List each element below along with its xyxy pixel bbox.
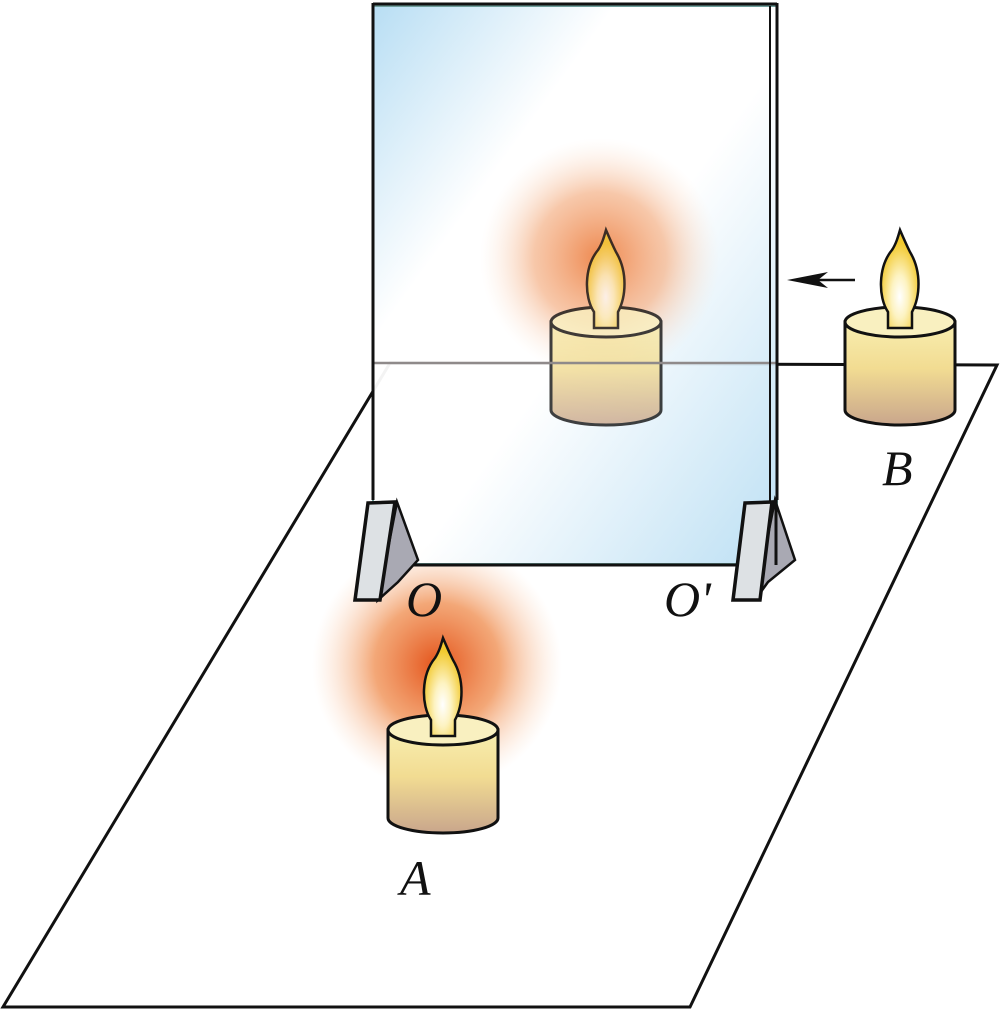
label-a: A [397, 850, 431, 906]
label-b: B [882, 440, 913, 496]
left-stand [352, 497, 420, 604]
arrow-left-icon [787, 272, 855, 288]
label-o-prime: O' [664, 571, 712, 627]
glass-plate [371, 2, 779, 567]
label-o: O [406, 571, 442, 627]
right-stand [731, 495, 797, 602]
candle-b [843, 228, 957, 427]
